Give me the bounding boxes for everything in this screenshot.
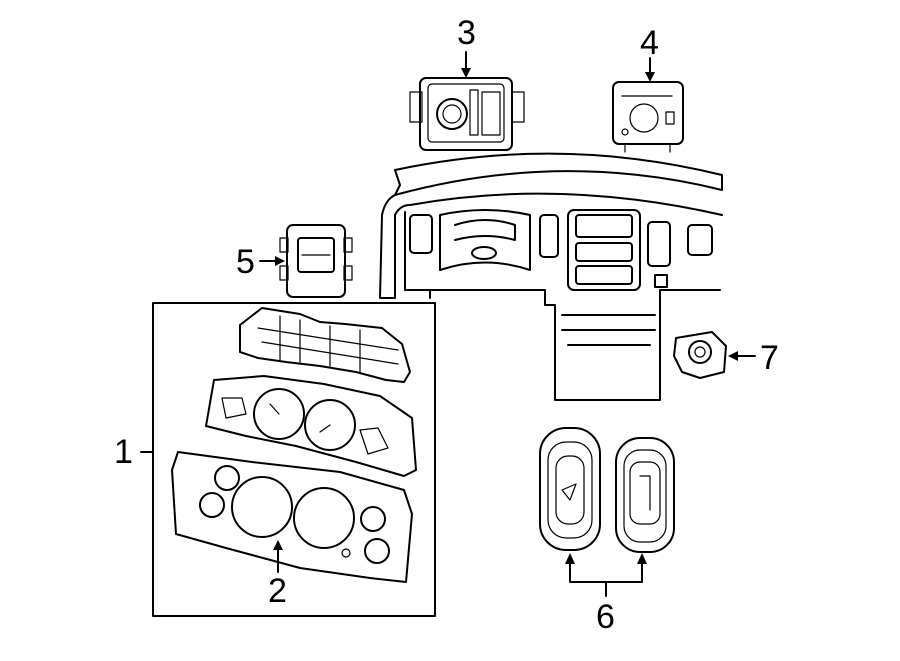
part-6-right-switch[interactable] [615, 437, 675, 553]
callout-5: 5 [236, 243, 255, 281]
callout-3: 3 [457, 14, 476, 52]
part-1-cluster-gauges[interactable] [205, 375, 417, 477]
dashboard-illustration [379, 152, 723, 401]
instrument-cluster-box [152, 302, 436, 617]
part-2-cluster-lens[interactable] [171, 451, 413, 583]
leader-lines [140, 51, 756, 597]
callout-1: 1 [114, 433, 133, 471]
part-4-dimmer-switch[interactable] [612, 81, 684, 153]
part-7-ignition-switch[interactable] [673, 331, 727, 379]
callout-4: 4 [640, 24, 659, 62]
callout-6: 6 [596, 598, 615, 636]
callout-7: 7 [760, 339, 779, 377]
part-6-left-switch[interactable] [539, 427, 601, 551]
callout-2: 2 [268, 572, 287, 610]
part-1-cluster-housing[interactable] [239, 307, 411, 383]
part-5-switch[interactable] [279, 224, 353, 298]
part-3-headlamp-switch[interactable] [409, 77, 525, 151]
